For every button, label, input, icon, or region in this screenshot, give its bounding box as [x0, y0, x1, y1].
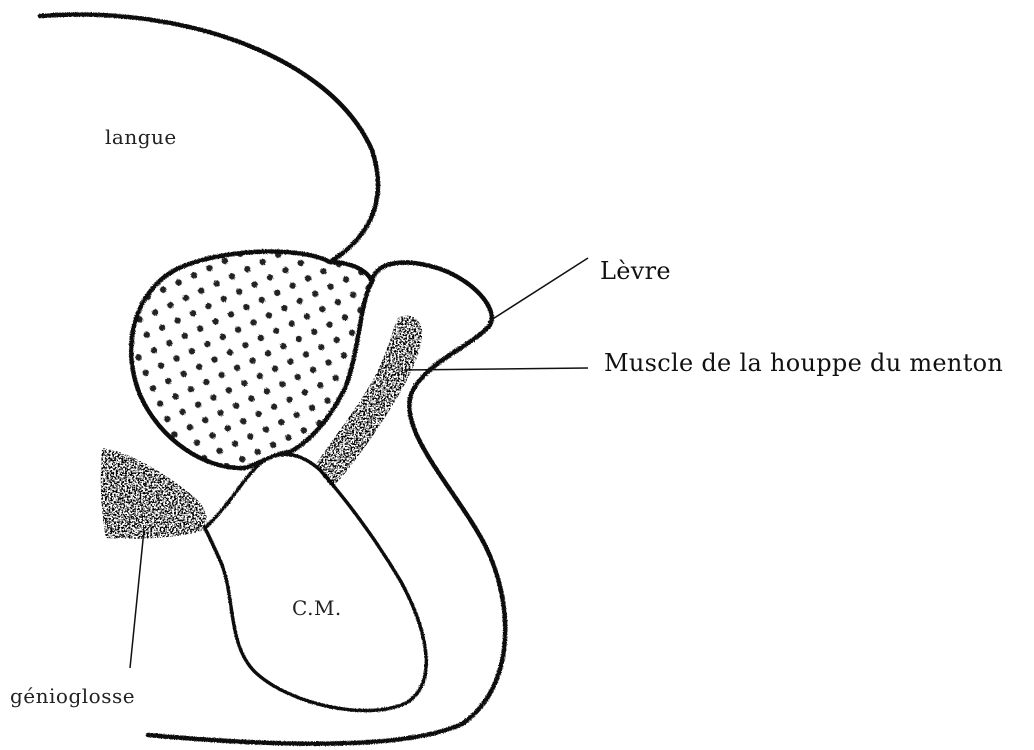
label-muscle-houppe-menton: Muscle de la houppe du menton	[604, 351, 1003, 375]
label-levre: Lèvre	[600, 259, 671, 283]
genioglosse-leader-line	[130, 530, 144, 668]
label-cm: C.M.	[292, 598, 342, 618]
levre-leader-line	[488, 258, 588, 322]
cm-shape	[205, 454, 426, 710]
dotted-region	[131, 252, 372, 469]
tongue-outline	[40, 15, 378, 262]
genioglossus-speckle	[101, 448, 207, 539]
label-genioglosse: génioglosse	[10, 686, 135, 706]
label-langue: langue	[105, 127, 177, 147]
